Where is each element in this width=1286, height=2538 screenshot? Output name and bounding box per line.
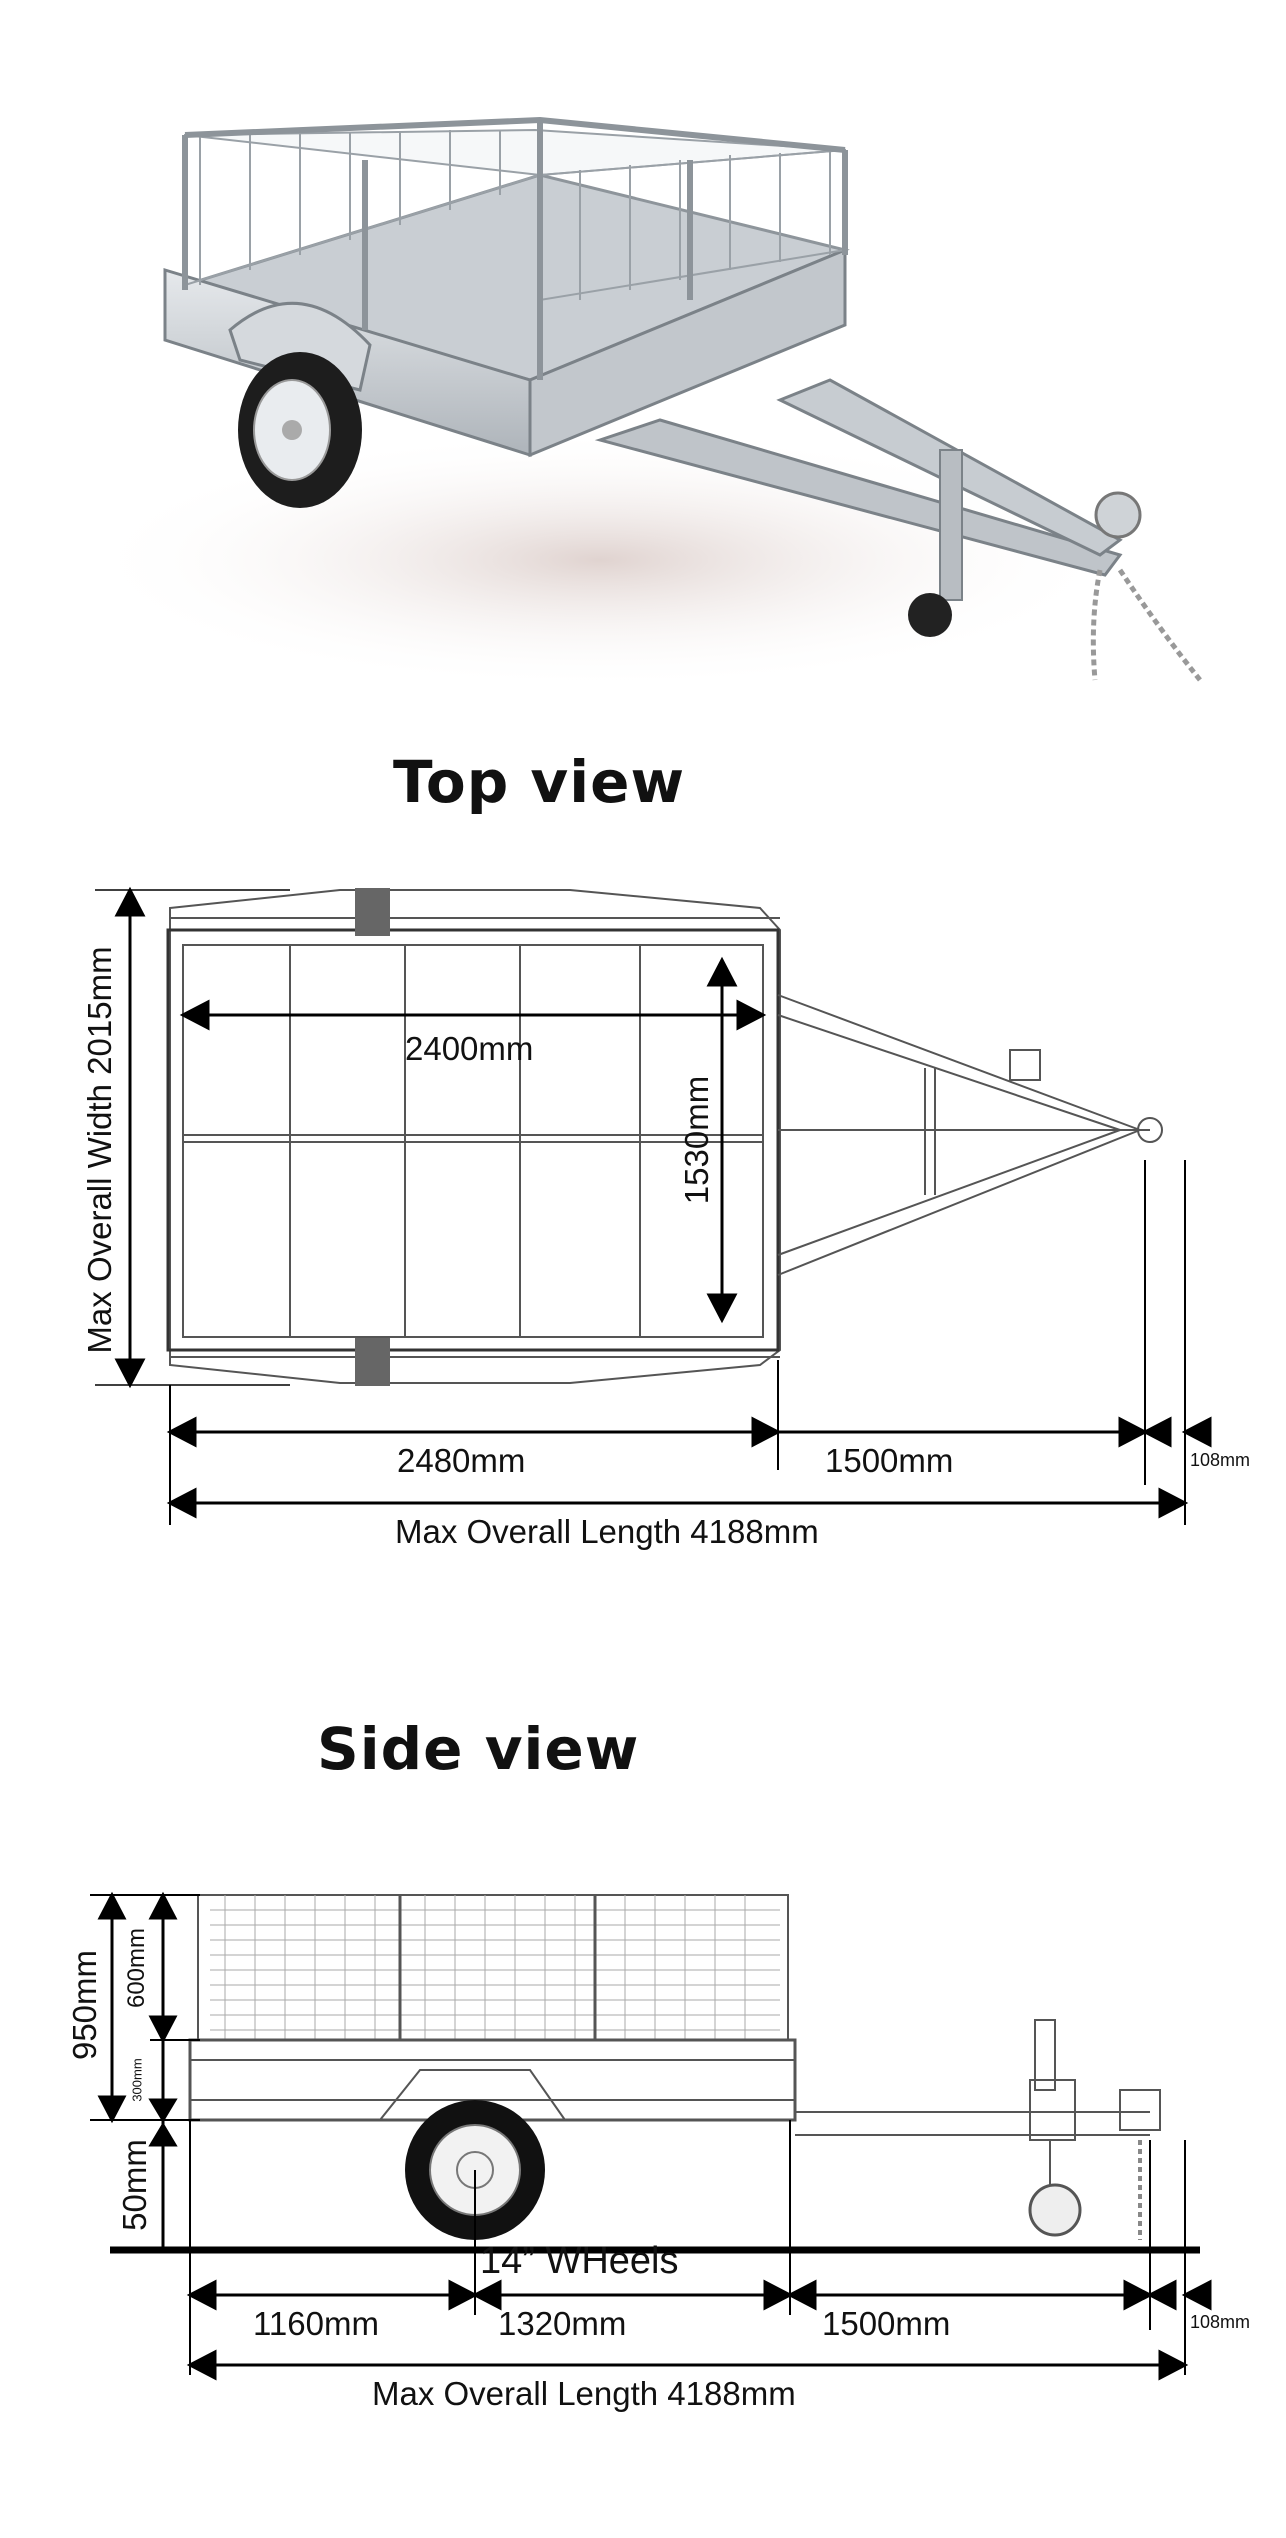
top-inner-length-label: 2400mm bbox=[405, 1030, 534, 1067]
top-coupling-length-label: 108mm bbox=[1190, 1450, 1251, 1470]
side-cage-height-label: 600mm bbox=[123, 1927, 150, 2009]
side-ground-clearance-label: 50mm bbox=[116, 2139, 153, 2231]
top-drawbar-length-label: 1500mm bbox=[825, 1442, 954, 1479]
top-max-width-label: Max Overall Width 2015mm bbox=[81, 946, 118, 1354]
side-max-length-label: Max Overall Length 4188mm bbox=[372, 2375, 796, 2412]
top-inner-width-label: 1530mm bbox=[678, 1075, 715, 1205]
side-drawbar-length-label: 1500mm bbox=[822, 2305, 951, 2342]
side-overall-height-label: 950mm bbox=[66, 1949, 103, 2061]
side-view-title: Side view bbox=[317, 1715, 640, 1783]
side-wheels-label: 14” WHeels bbox=[480, 2240, 679, 2282]
side-side-height-label: 300mm bbox=[129, 2058, 145, 2102]
trailer-photo bbox=[80, 116, 1202, 690]
top-body-length-label: 2480mm bbox=[397, 1442, 526, 1479]
side-coupling-length-label: 108mm bbox=[1190, 2312, 1251, 2332]
side-view-drawing bbox=[90, 1891, 1212, 2381]
side-axle-to-front-label: 1320mm bbox=[498, 2305, 627, 2342]
side-rear-to-axle-label: 1160mm bbox=[253, 2305, 379, 2342]
top-view-title: Top view bbox=[393, 748, 686, 816]
top-view-drawing bbox=[95, 886, 1212, 1525]
top-max-length-label: Max Overall Length 4188mm bbox=[395, 1513, 819, 1550]
